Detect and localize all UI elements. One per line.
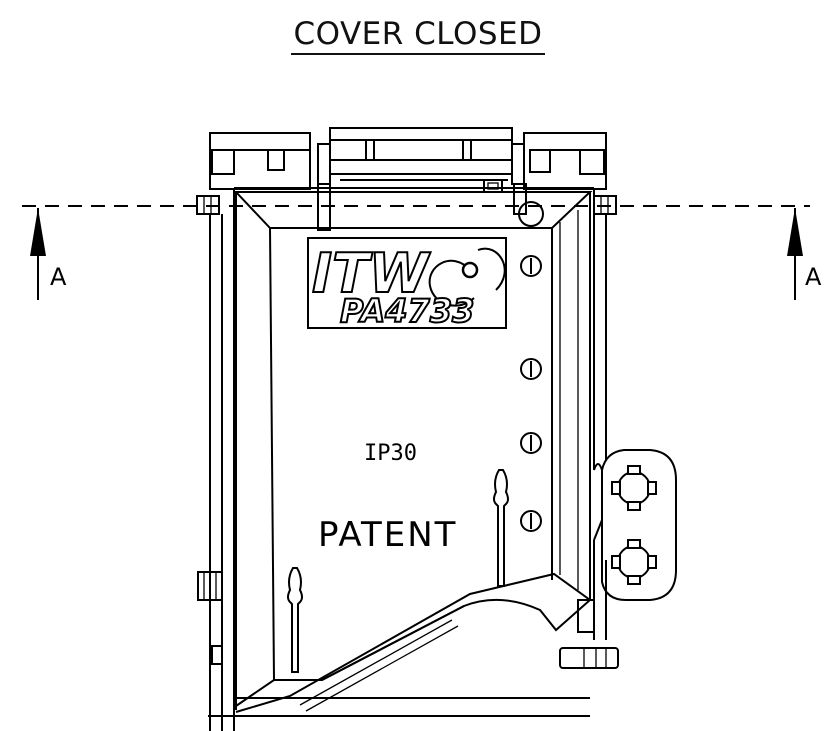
drawing-title-text: COVER CLOSED xyxy=(291,16,545,55)
section-arrow-left xyxy=(30,208,46,300)
right-hinge-pin xyxy=(513,183,544,227)
screwdriver-icon xyxy=(493,469,509,587)
cover-panel xyxy=(233,191,593,710)
patent-label: PATENT xyxy=(318,515,457,555)
ip-rating-label: IP30 xyxy=(364,441,417,466)
left-side-bolt xyxy=(196,195,220,215)
left-hinge-pin xyxy=(317,183,331,231)
section-label-left: A xyxy=(50,263,67,291)
screw-2 xyxy=(520,358,542,380)
swirl-logo-icon xyxy=(428,247,506,307)
left-side-clip xyxy=(197,571,223,665)
top-hinge-assembly xyxy=(234,127,594,193)
screw-1 xyxy=(520,255,542,277)
right-top-latch xyxy=(523,132,607,190)
logo-brand: ITW xyxy=(312,242,431,305)
right-side-clip xyxy=(559,599,619,669)
grommet-lower xyxy=(611,539,657,585)
cable-entry xyxy=(235,572,592,713)
screw-4 xyxy=(520,510,542,532)
section-arrow-right xyxy=(787,208,803,300)
left-top-latch xyxy=(209,132,311,190)
mounting-bracket xyxy=(593,449,677,601)
grommet-upper xyxy=(611,465,657,511)
drawing-title: COVER CLOSED xyxy=(0,16,827,55)
logo-plate: ITW PA4733 xyxy=(307,237,507,331)
logo-part-number: PA4733 xyxy=(340,292,474,330)
screwdriver-icon xyxy=(287,567,303,673)
housing-body xyxy=(208,188,607,731)
section-label-right: A xyxy=(805,263,822,291)
screw-3 xyxy=(520,432,542,454)
